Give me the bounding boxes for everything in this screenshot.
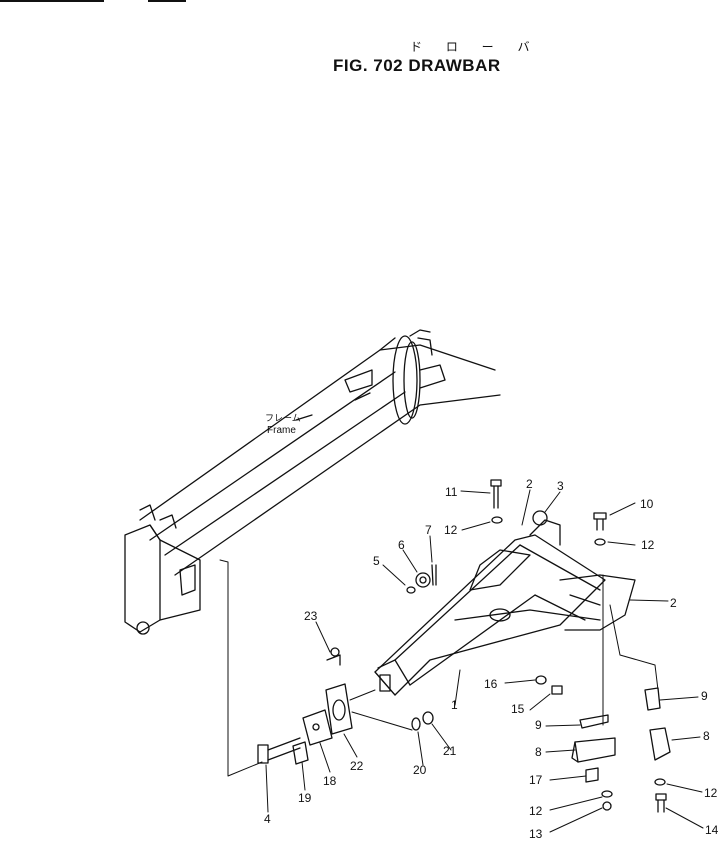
callout-12-right-lower: 12 — [704, 786, 718, 800]
callout-9-right: 9 — [701, 689, 708, 703]
callout-9-lower: 9 — [535, 718, 542, 732]
plate-9-right — [644, 687, 661, 711]
callout-15: 15 — [511, 702, 525, 716]
callout-4: 4 — [264, 812, 271, 826]
figure-title-japanese: ド ロ ー バ — [410, 40, 540, 54]
callout-21: 21 — [443, 744, 457, 758]
housing-22 — [325, 683, 353, 735]
header-rule-right — [148, 0, 186, 2]
shoe-8-lower — [571, 737, 616, 763]
callout-3: 3 — [557, 479, 564, 493]
nut-21 — [422, 711, 434, 725]
frame-label-jp: フレーム — [265, 413, 301, 423]
pin-7 — [431, 564, 437, 586]
washer-20 — [411, 717, 421, 731]
washer-12-upper — [491, 516, 503, 524]
callout-8-lower: 8 — [535, 745, 542, 759]
bolt-15 — [551, 685, 563, 695]
callout-12-bottom: 12 — [529, 804, 543, 818]
callout-12-right: 12 — [641, 538, 655, 552]
pin-4 — [257, 737, 301, 764]
nut-13 — [602, 801, 612, 811]
washer-5 — [406, 586, 416, 594]
callout-2-upper: 2 — [526, 477, 533, 491]
callout-leaders — [265, 489, 704, 833]
callout-18: 18 — [323, 774, 337, 788]
callout-11: 11 — [445, 485, 458, 499]
bolt-14 — [655, 793, 667, 813]
callout-20: 20 — [413, 763, 427, 777]
callout-16: 16 — [484, 677, 498, 691]
callout-17: 17 — [529, 773, 543, 787]
frame-label-leader — [295, 414, 313, 421]
header-rule-left — [0, 0, 104, 2]
callout-13: 13 — [529, 827, 543, 841]
washer-12-right-lower — [654, 778, 666, 786]
shoe-8-right — [649, 727, 671, 761]
callout-7: 7 — [425, 523, 432, 537]
callout-10: 10 — [640, 497, 654, 511]
washer-16 — [535, 675, 547, 685]
callout-22: 22 — [350, 759, 364, 773]
callout-19: 19 — [298, 791, 312, 805]
bolt-11 — [490, 479, 502, 509]
callout-8-right: 8 — [703, 729, 710, 743]
drawbar-part-1 — [374, 510, 636, 696]
callout-1: 1 — [451, 698, 458, 712]
callout-23: 23 — [304, 609, 318, 623]
plate-18 — [302, 709, 333, 746]
bolt-10 — [593, 512, 607, 531]
plate-9-lower — [579, 714, 609, 729]
callout-6: 6 — [398, 538, 405, 552]
callout-2-right: 2 — [670, 596, 677, 610]
callout-14: 14 — [705, 823, 719, 837]
figure-title: FIG. 702 DRAWBAR — [333, 56, 501, 75]
nut-6 — [415, 572, 431, 588]
callout-5: 5 — [373, 554, 380, 568]
stud-19 — [292, 741, 309, 765]
frame-assembly — [124, 329, 501, 635]
assembly-lines — [219, 559, 659, 777]
pin-23 — [326, 647, 341, 666]
callout-12-upper: 12 — [444, 523, 458, 537]
washer-12-bottom — [601, 790, 613, 798]
nut-17 — [585, 767, 599, 783]
frame-label: Frame — [267, 425, 296, 436]
callout-numbers: 11 2 3 10 12 12 7 6 5 2 23 16 1 15 9 9 8… — [264, 477, 719, 841]
washer-12-right — [594, 538, 606, 546]
